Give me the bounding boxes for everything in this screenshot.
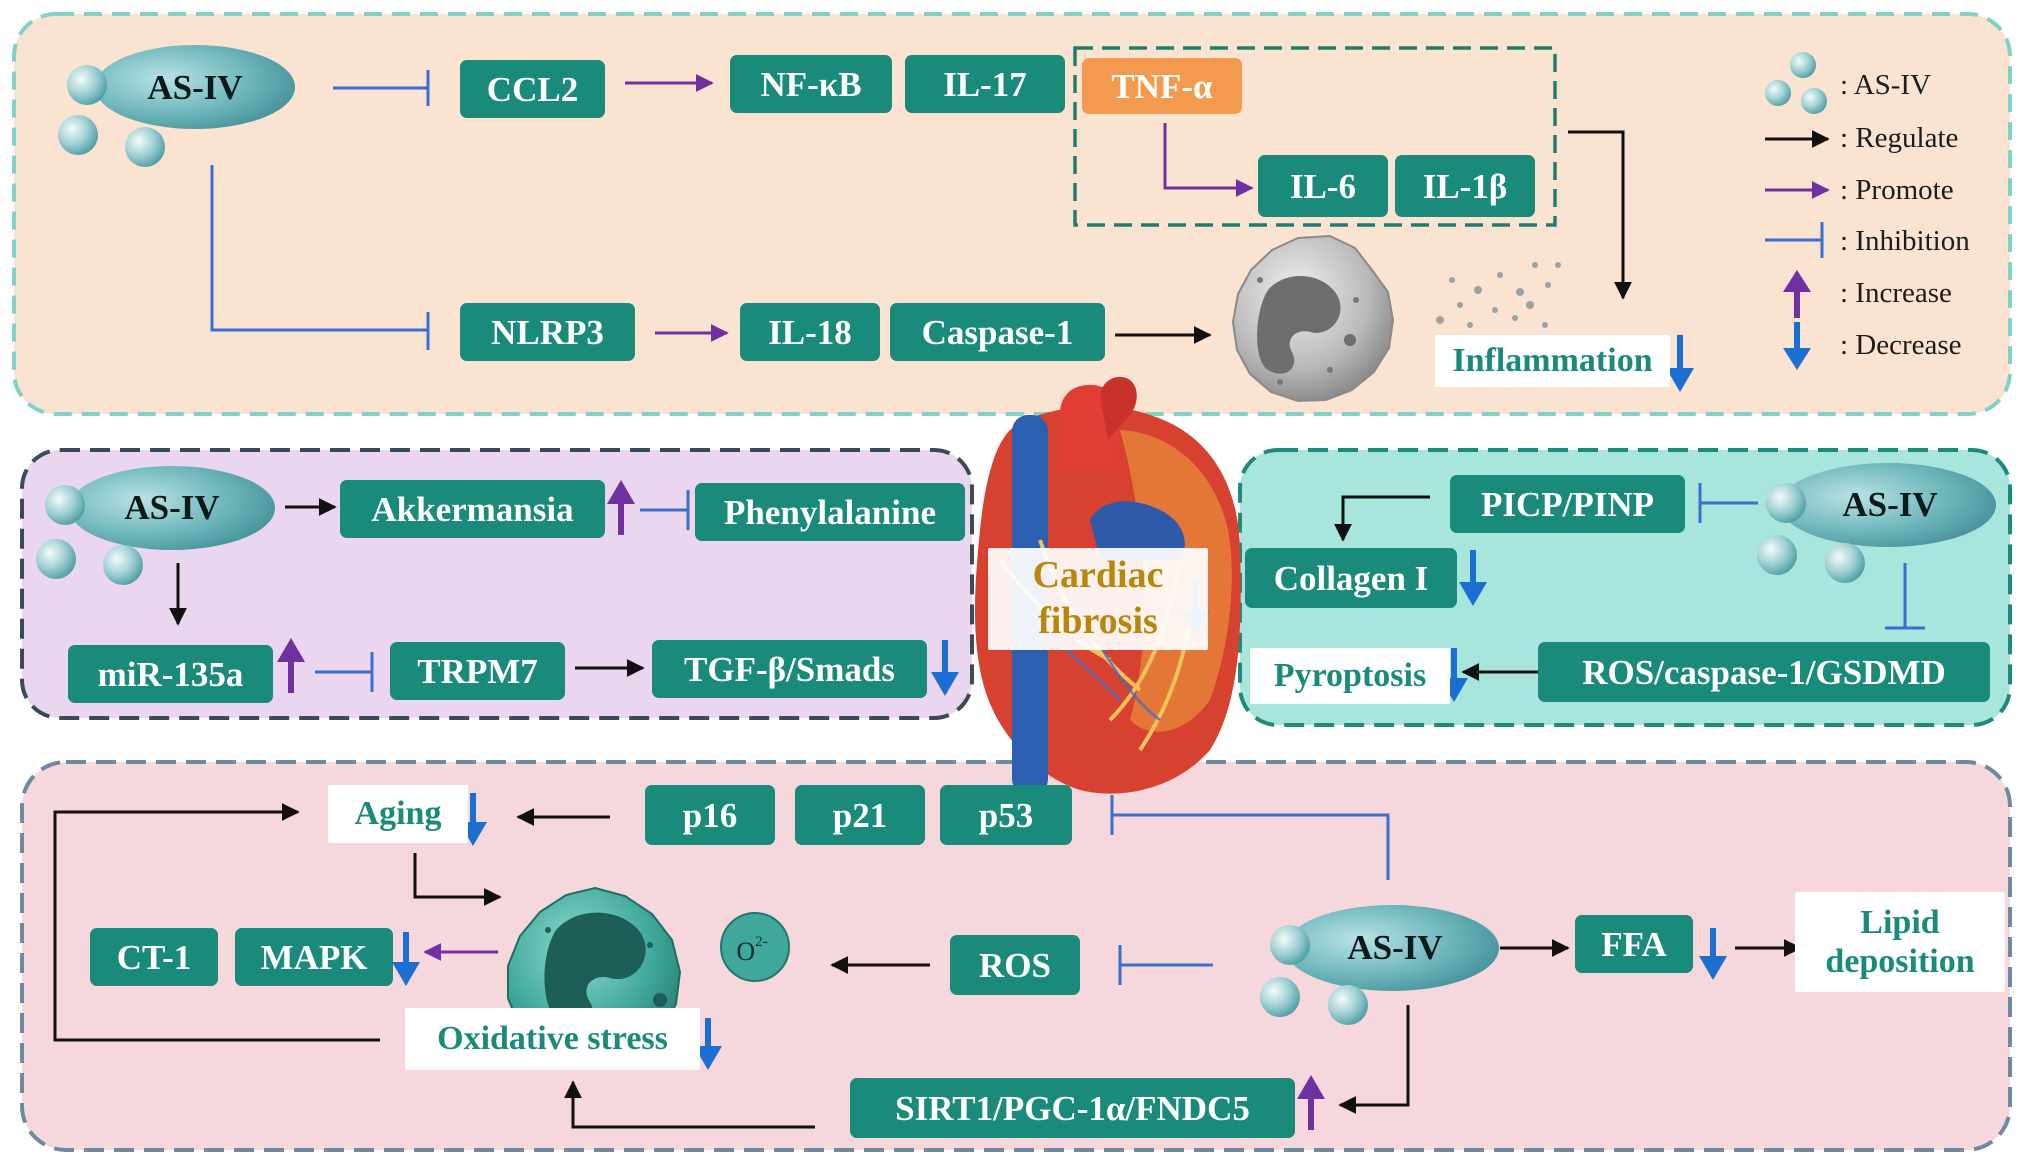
regulate-oxidative-loop [53,803,380,1042]
inflammatory-cell-icon [1231,234,1395,403]
tnf-group-frame [1073,46,1557,227]
node-phenylalanine: Phenylalanine [695,483,965,541]
inhibit-asiv-ros-path [1885,563,1925,630]
regulate-asiv-sirt1 [1338,1005,1410,1114]
node-picp-pinp: PICP/PINP [1450,475,1685,533]
as-iv-left [36,466,275,585]
node-tnf-alpha: TNF-α [1082,58,1242,114]
legend-symbols [1765,52,1830,370]
regulate-sirt1-oxidative [564,1080,815,1129]
node-ros: ROS [950,935,1080,995]
node-il6: IL-6 [1258,155,1388,217]
legend-regulate: : Regulate [1840,121,1959,154]
legend-inhibition: : Inhibition [1840,224,1970,257]
inhibit-asiv-p53 [1110,795,1390,880]
regulate-group-inflammation [1568,130,1632,300]
as-iv-label-bottom: AS-IV [1347,928,1443,967]
node-p53: p53 [940,785,1072,845]
node-ct1: CT-1 [90,928,218,986]
lipid-line2: deposition [1825,943,1975,980]
node-mapk: MAPK [235,928,393,986]
outcome-cardiac-fibrosis: Cardiac fibrosis [988,548,1208,650]
superoxide-label: O2- [736,934,767,966]
regulate-aging-cell [413,853,502,906]
as-iv-right [1757,463,1996,583]
inhibit-asiv-picp [1698,483,1758,523]
node-tgfb-smads: TGF-β/Smads [652,640,927,698]
node-akkermansia: Akkermansia [340,480,605,538]
inhibit-asiv-ccl2 [333,70,430,106]
node-ccl2: CCL2 [460,60,605,118]
cardiac-fibrosis-line2: fibrosis [1038,600,1158,642]
node-p16: p16 [645,785,775,845]
legend-decrease: : Decrease [1840,328,1962,361]
node-nfkb: NF-κB [730,55,892,113]
legend-promote: : Promote [1840,173,1954,206]
cardiac-fibrosis-line1: Cardiac [1032,554,1164,597]
node-collagen-i: Collagen I [1245,548,1457,608]
node-sirt1-pgc1a-fndc5: SIRT1/PGC-1α/FNDC5 [850,1078,1295,1138]
outcome-oxidative-stress: Oxidative stress [405,1008,700,1070]
inhibit-asiv-nlrp3 [210,165,430,350]
node-il17: IL-17 [905,55,1065,113]
as-iv-bottom [1260,905,1499,1025]
node-p21: p21 [795,785,925,845]
superoxide-ion-icon [720,912,790,982]
regulate-picp-collagen [1334,495,1430,542]
as-iv-label-top: AS-IV [147,68,243,107]
lipid-line1: Lipid [1860,903,1940,941]
node-trpm7: TRPM7 [390,642,565,700]
outcome-pyroptosis: Pyroptosis [1250,648,1450,704]
promote-tnf-il6 [1163,123,1254,197]
node-ffa: FFA [1575,915,1693,973]
node-caspase1: Caspase-1 [890,303,1105,361]
increase-arrows [277,480,1325,1130]
node-mir135a: miR-135a [68,645,273,703]
inhibit-phenylalanine-akkermansia [640,490,690,530]
outcome-inflammation: Inflammation [1435,335,1670,387]
node-il1b: IL-1β [1395,155,1535,217]
legend-increase: : Increase [1840,276,1952,309]
node-nlrp3: NLRP3 [460,303,635,361]
as-iv-label-right: AS-IV [1842,485,1938,524]
node-ros-caspase-gsdmd: ROS/caspase-1/GSDMD [1538,642,1990,702]
node-il18: IL-18 [740,303,880,361]
outcome-aging: Aging [328,785,468,843]
as-iv-top [58,45,295,167]
legend-as-iv: : AS-IV [1840,68,1932,101]
outcome-lipid-deposition: Lipid deposition [1795,892,2005,992]
inhibit-mir135a-trpm7 [315,652,374,692]
as-iv-label-left: AS-IV [124,488,220,527]
inhibit-asiv-ros [1118,945,1213,985]
